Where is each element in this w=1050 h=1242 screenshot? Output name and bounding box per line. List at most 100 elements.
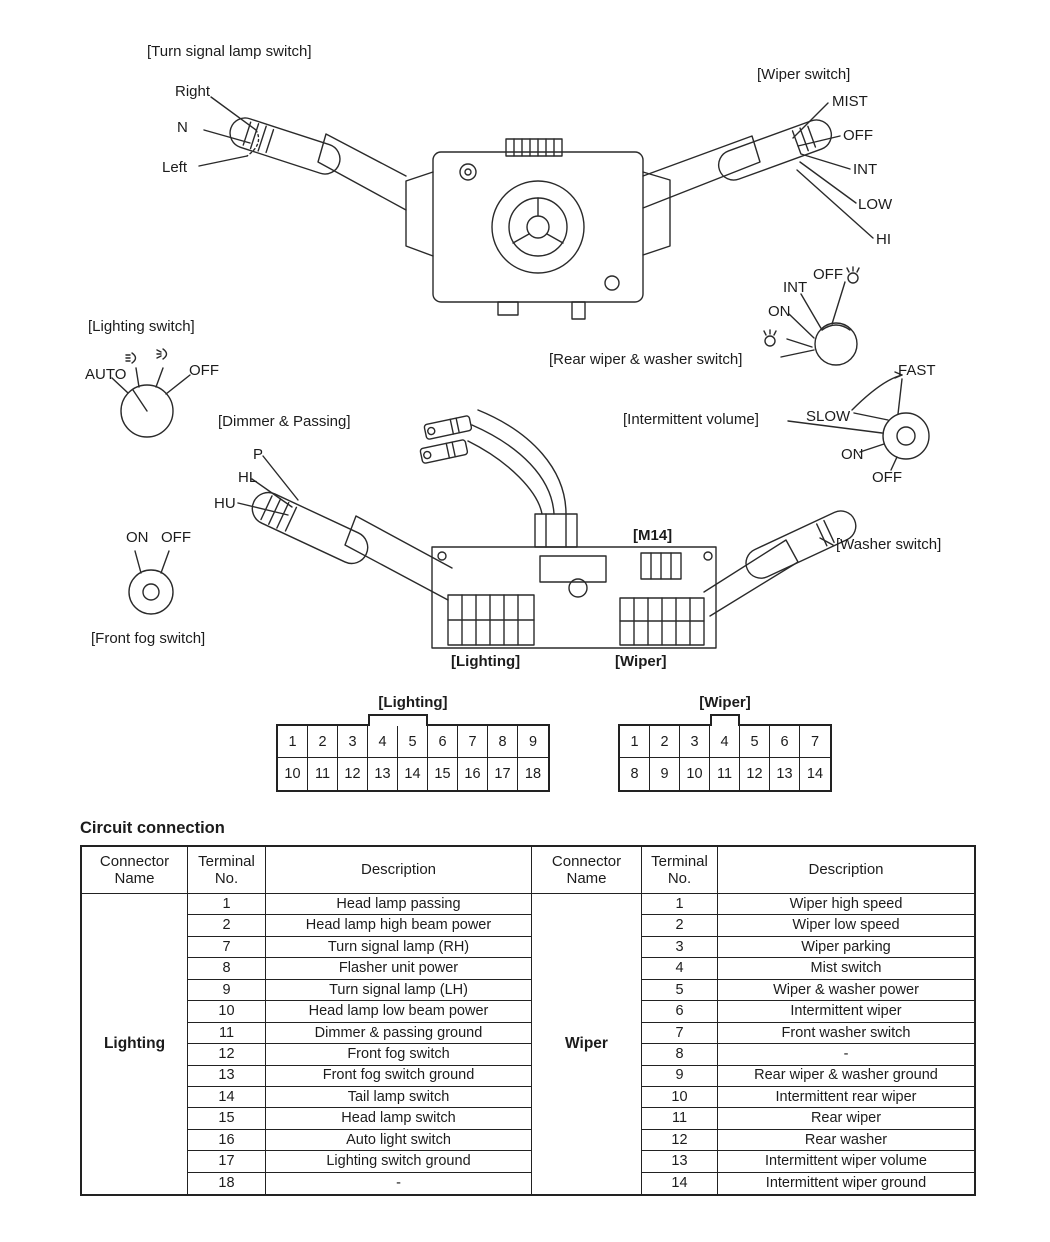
wiper-stalk — [642, 119, 833, 209]
description-cell: Tail lamp switch — [347, 1088, 450, 1105]
pin-number-cell: 13 — [368, 758, 398, 790]
description-cell: Flasher unit power — [338, 960, 459, 977]
description-cell: Head lamp passing — [336, 895, 461, 912]
dimmer-passing-label: [Dimmer & Passing] — [218, 413, 351, 430]
turn-signal-fan — [198, 96, 260, 167]
table-row: 9 Turn signal lamp (LH) — [188, 979, 531, 1002]
table-row: 2 Wiper low speed — [642, 915, 974, 937]
table-row: 10 Head lamp low beam power — [188, 1001, 531, 1023]
rear-wiper-switch-label: [Rear wiper & washer switch] — [549, 351, 743, 368]
description-cell: Dimmer & passing ground — [314, 1024, 483, 1041]
pin-number-cell: 3 — [338, 726, 368, 758]
terminal-no-cell: 12 — [642, 1129, 718, 1151]
table-row: 6 Intermittent wiper — [642, 1001, 974, 1023]
table-row: 3 Wiper parking — [642, 936, 974, 959]
terminal-no-cell: 10 — [642, 1086, 718, 1108]
terminal-no-cell: 7 — [642, 1022, 718, 1044]
pin-number-cell: 2 — [650, 726, 680, 758]
intermittent-position-fast: FAST — [898, 362, 936, 379]
table-row: 15 Head lamp switch — [188, 1108, 531, 1130]
pin-number-cell: 10 — [680, 758, 710, 790]
terminal-no-cell: 8 — [642, 1044, 718, 1065]
terminal-no-cell: 15 — [188, 1108, 266, 1129]
headlamp-icon — [156, 348, 168, 360]
rear-wiper-position-off: OFF — [813, 266, 843, 283]
description-cell: Wiper high speed — [789, 895, 903, 912]
pin-number-cell: 8 — [488, 726, 518, 758]
pin-number-cell: 12 — [338, 758, 368, 790]
lighting-position-off: OFF — [189, 362, 219, 379]
description-cell: - — [396, 1175, 401, 1192]
lighting-tag-label: [Lighting] — [451, 653, 521, 670]
description-cell: Front fog switch — [347, 1046, 450, 1063]
col-header-terminal-no: Terminal No. — [642, 847, 718, 893]
table-header-row: Connector Name Terminal No. Description … — [82, 847, 974, 894]
table-row: 8 - — [642, 1044, 974, 1066]
pin-number-cell: 7 — [800, 726, 830, 758]
table-row: 4 Mist switch — [642, 958, 974, 980]
terminal-no-cell: 4 — [642, 958, 718, 979]
washer-leader-line — [819, 537, 834, 546]
front-fog-switch-label: [Front fog switch] — [91, 630, 206, 647]
terminal-no-cell: 7 — [188, 936, 266, 958]
table-row: 8 Flasher unit power — [188, 958, 531, 980]
combination-switch-drawing — [111, 96, 930, 649]
description-cell: Wiper low speed — [792, 917, 900, 934]
terminal-no-cell: 1 — [642, 894, 718, 915]
m14-connector — [640, 552, 682, 580]
terminal-no-cell: 10 — [188, 1001, 266, 1022]
table-row: 12 Rear washer — [642, 1129, 974, 1152]
wiper-position-int: INT — [853, 161, 878, 178]
table-row: 7 Turn signal lamp (RH) — [188, 936, 531, 959]
terminal-no-cell: 12 — [188, 1044, 266, 1065]
table-row: 16 Auto light switch — [188, 1129, 531, 1152]
table-row: 2 Head lamp high beam power — [188, 915, 531, 937]
intermittent-leader-line — [787, 420, 883, 434]
washer-stalk — [703, 510, 857, 617]
pin-number-cell: 11 — [308, 758, 338, 790]
description-cell: Wiper & washer power — [773, 981, 919, 998]
pin-number-cell: 2 — [308, 726, 338, 758]
terminal-no-cell: 3 — [642, 936, 718, 958]
pin-number-cell: 11 — [710, 758, 740, 790]
description-cell: Lighting switch ground — [326, 1153, 471, 1170]
table-row: 1 Head lamp passing — [188, 894, 531, 916]
table-row: 9 Rear wiper & washer ground — [642, 1065, 974, 1087]
pin-number-cell: 14 — [806, 766, 824, 782]
col-header-description: Description — [808, 861, 884, 879]
table-row: 13 Intermittent wiper volume — [642, 1151, 974, 1173]
m14-label: [M14] — [633, 527, 673, 544]
front-fog-position-on: ON — [126, 529, 149, 546]
front-fog-position-off: OFF — [161, 529, 191, 546]
pin-number-cell: 10 — [278, 758, 308, 790]
lighting-pinout-title: [Lighting] — [378, 694, 448, 711]
description-cell: Turn signal lamp (RH) — [327, 938, 470, 955]
rear-wiper-leader-line — [780, 349, 815, 358]
washer-switch-label: [Washer switch] — [836, 536, 942, 553]
wires — [467, 409, 567, 515]
table-row: 12 Front fog switch — [188, 1044, 531, 1066]
turn-position-n: N — [177, 119, 188, 136]
dimmer-position-p: P — [253, 446, 264, 463]
pin-number-cell: 15 — [428, 758, 458, 790]
description-cell: Head lamp low beam power — [308, 1003, 489, 1020]
dimmer-fan — [237, 455, 299, 516]
pin-number-cell: 14 — [398, 758, 428, 790]
lighting-switch-label: [Lighting switch] — [88, 318, 195, 335]
intermittent-volume-label: [Intermittent volume] — [623, 411, 759, 428]
parking-lamp-icon — [125, 352, 137, 364]
description-cell: Intermittent wiper — [790, 1003, 902, 1020]
table-row: 17 Lighting switch ground — [188, 1151, 531, 1173]
table-row: 13 Front fog switch ground — [188, 1065, 531, 1087]
turn-position-left: Left — [162, 159, 188, 176]
circuit-connection-heading: Circuit connection — [80, 819, 225, 837]
terminal-no-cell: 5 — [642, 979, 718, 1001]
table-row: 11 Rear wiper — [642, 1108, 974, 1130]
intermittent-position-on: ON — [841, 446, 864, 463]
pin-number-cell: 5 — [398, 726, 428, 758]
terminal-no-cell: 9 — [642, 1065, 718, 1086]
pin-number-cell: 1 — [278, 726, 308, 758]
